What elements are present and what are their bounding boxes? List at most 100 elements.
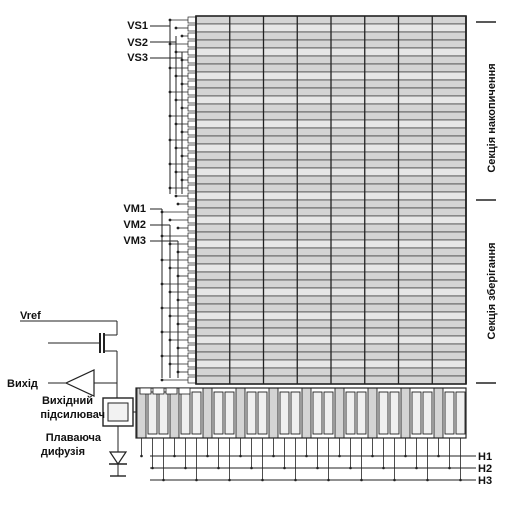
gate-contact	[187, 120, 197, 128]
horizontal-gate	[323, 391, 334, 435]
gate-contact	[187, 192, 197, 200]
junction-dot	[173, 454, 176, 458]
gate-contact	[187, 256, 197, 264]
gate-contact	[187, 280, 197, 288]
junction-dot	[168, 338, 172, 342]
junction-dot	[250, 466, 253, 470]
diode-triangle	[108, 451, 128, 466]
horizontal-gate	[213, 391, 224, 435]
label-output: Вихід	[7, 378, 38, 390]
junction-dot	[228, 478, 231, 482]
gate-contact	[187, 16, 197, 24]
amplifier-triangle	[64, 369, 95, 397]
pixel-array	[187, 15, 496, 385]
output-amplifier-circuit	[20, 320, 191, 477]
junction-dot	[160, 234, 164, 238]
junction-dot	[176, 226, 180, 230]
junction-dot	[151, 466, 154, 470]
gate-contact	[187, 336, 197, 344]
gate-contact	[187, 296, 197, 304]
gate-contact	[187, 328, 197, 336]
gate-contact	[187, 40, 197, 48]
horizontal-gate	[433, 387, 444, 439]
junction-dot	[168, 186, 172, 190]
gate-contact	[187, 376, 197, 384]
horizontal-gate	[290, 391, 301, 435]
junction-dot	[174, 98, 178, 102]
gate-contact	[187, 128, 197, 136]
gate-contact	[187, 272, 197, 280]
junction-dot	[459, 478, 462, 482]
gate-contact	[187, 248, 197, 256]
horizontal-gate	[400, 387, 411, 439]
junction-dot	[176, 274, 180, 278]
gate-contact	[187, 104, 197, 112]
gate-contact	[187, 56, 197, 64]
gate-contact	[187, 32, 197, 40]
junction-dot	[168, 266, 172, 270]
gate-contact	[187, 80, 197, 88]
junction-dot	[160, 282, 164, 286]
floating-diffusion-inner	[107, 402, 129, 422]
horizontal-register	[135, 387, 476, 482]
horizontal-gate	[191, 391, 202, 435]
label-vm1: VM1	[123, 203, 146, 215]
horizontal-gate	[257, 391, 268, 435]
junction-dot	[168, 42, 172, 46]
junction-dot	[404, 454, 407, 458]
junction-dot	[162, 478, 165, 482]
junction-dot	[160, 378, 164, 382]
junction-dot	[448, 466, 451, 470]
label-storage-section: Секція зберігання	[486, 242, 498, 340]
gate-contact	[187, 48, 197, 56]
horizontal-gate	[147, 391, 158, 435]
horizontal-gate	[312, 391, 323, 435]
junction-dot	[180, 130, 184, 134]
gate-contact	[187, 288, 197, 296]
junction-dot	[283, 466, 286, 470]
horizontal-gate	[345, 391, 356, 435]
label-floating-diffusion-1: Плаваюча	[45, 432, 101, 444]
gate-contact	[187, 168, 197, 176]
junction-dot	[174, 170, 178, 174]
junction-dot	[176, 370, 180, 374]
horizontal-gate	[455, 391, 466, 435]
horizontal-gate	[301, 387, 312, 439]
junction-dot	[382, 466, 385, 470]
junction-dot	[176, 322, 180, 326]
array-border	[195, 15, 467, 385]
label-output-amp-1: Вихідний	[41, 395, 93, 407]
junction-dot	[160, 354, 164, 358]
junction-dot	[176, 298, 180, 302]
gate-contact	[187, 72, 197, 80]
junction-dot	[180, 178, 184, 182]
gate-contact	[187, 112, 197, 120]
summing-gate	[152, 387, 165, 395]
junction-dot	[437, 454, 440, 458]
horizontal-gate	[224, 391, 235, 435]
junction-dot	[140, 454, 143, 458]
junction-dot	[174, 122, 178, 126]
gate-contact	[187, 176, 197, 184]
horizontal-gate	[367, 387, 378, 439]
junction-dot	[176, 250, 180, 254]
junction-dot	[174, 26, 178, 30]
gate-contact	[187, 136, 197, 144]
gate-contact	[187, 200, 197, 208]
gate-contact	[187, 184, 197, 192]
label-h3: H3	[478, 475, 493, 487]
horizontal-gate	[180, 391, 191, 435]
junction-dot	[272, 454, 275, 458]
gate-contact	[187, 152, 197, 160]
label-floating-diffusion-2: дифузія	[40, 446, 85, 458]
junction-dot	[160, 210, 164, 214]
horizontal-register-border	[135, 387, 467, 439]
label-vs2: VS2	[127, 37, 148, 49]
gate-contact	[187, 208, 197, 216]
junction-dot	[239, 454, 242, 458]
gate-contact	[187, 216, 197, 224]
horizontal-gate	[411, 391, 422, 435]
label-vs1: VS1	[127, 20, 148, 32]
